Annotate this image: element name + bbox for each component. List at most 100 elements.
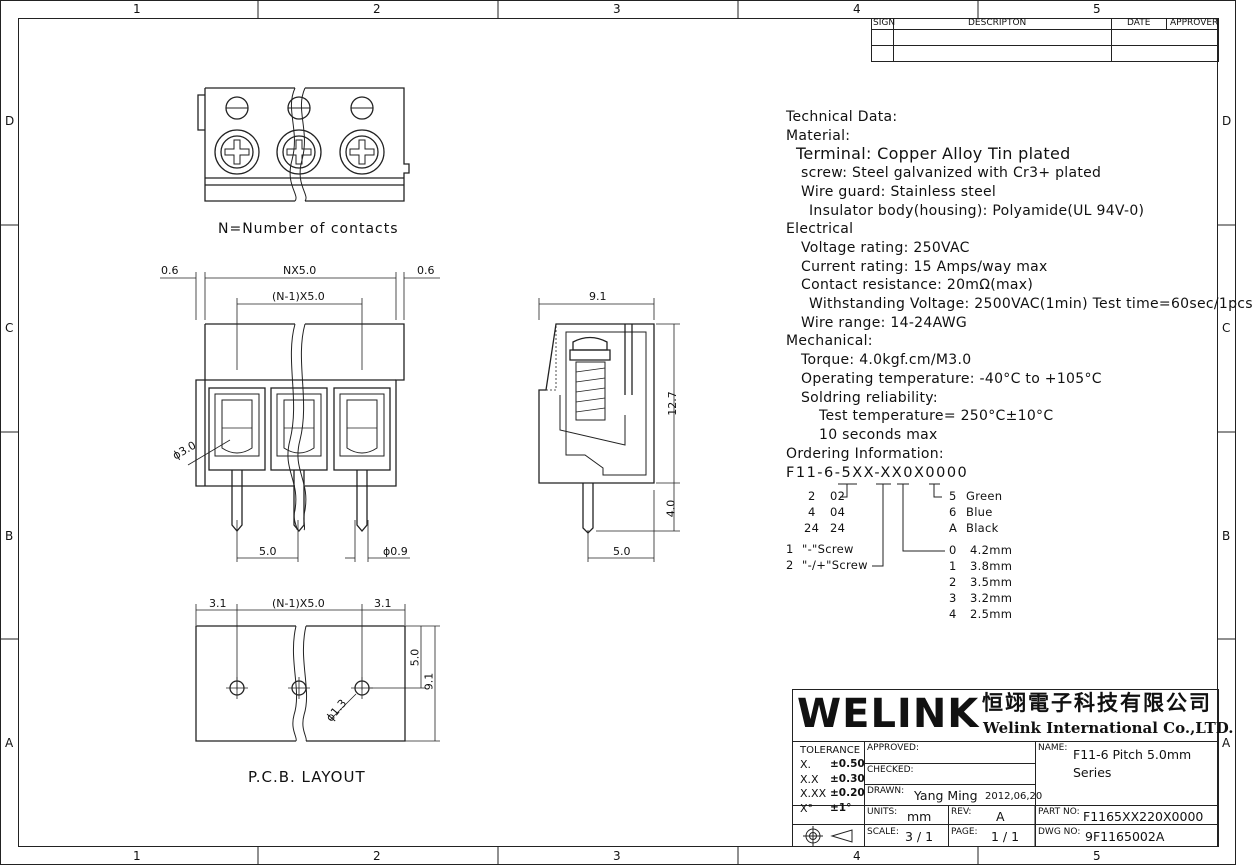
page-label: PAGE:	[951, 827, 978, 837]
solder-pin	[356, 470, 368, 533]
contact-clamp	[346, 399, 378, 454]
technical-data-line: Withstanding Voltage: 2500VAC(1min) Test…	[809, 296, 1253, 312]
technical-data-line: 10 seconds max	[819, 426, 938, 443]
color-option-code: 5	[949, 489, 957, 503]
technical-data-line: Terminal: Copper Alloy Tin plated	[796, 144, 1071, 164]
ruler-column-top: 4	[853, 2, 861, 16]
ruler-column-top: 5	[1093, 2, 1101, 16]
ruler-column-bottom: 3	[613, 849, 621, 863]
part-no-value: F1165XX220X0000	[1083, 809, 1204, 824]
units-label: UNITS:	[867, 807, 898, 817]
screw-head-inner	[282, 135, 316, 169]
technical-data-line: Voltage rating: 250VAC	[801, 239, 970, 256]
contact-cell-outer	[208, 387, 266, 471]
contacts-option-value: 04	[830, 505, 846, 519]
contact-cell-outer	[270, 387, 328, 471]
tolerance-label: TOLERANCE	[800, 745, 861, 756]
contact-cell-inner	[276, 393, 322, 457]
ruler-column-bottom: 4	[853, 849, 861, 863]
color-option-value: Black	[966, 521, 999, 535]
technical-data-line: Electrical	[786, 221, 854, 238]
hole-option-value: 2.5mm	[970, 607, 1013, 621]
tolerance-value: ±0.20	[830, 787, 865, 799]
solder-pin	[231, 470, 243, 533]
tolerance-value: ±1°	[830, 801, 852, 814]
ruler-row-right: D	[1222, 114, 1232, 128]
dim-pcb-n1x: (N-1)X5.0	[272, 597, 325, 610]
color-option-code: 6	[949, 505, 957, 519]
dim-pin-dia: ϕ0.9	[383, 545, 408, 558]
contacts-option-value: 24	[830, 521, 846, 535]
dim-pcb-right: 3.1	[374, 597, 392, 610]
technical-data-line: Contact resistance: 20mΩ(max)	[801, 277, 1034, 294]
screw-head-outer	[276, 129, 322, 175]
company-logo: WELINK	[797, 691, 980, 737]
screw-option-value: "-/+"Screw	[802, 558, 868, 572]
screw-option-code: 1	[786, 542, 794, 556]
rev-description-header: DESCRIPTON	[968, 18, 1027, 28]
tolerance-key: X.XX	[800, 787, 827, 800]
screw-head-inner	[345, 135, 379, 169]
technical-data-line: Operating temperature: -40°C to +105°C	[801, 370, 1102, 387]
checked-label: CHECKED:	[867, 765, 914, 775]
name-line-1: F11-6 Pitch 5.0mm	[1073, 747, 1192, 762]
hole-option-value: 3.5mm	[970, 575, 1013, 589]
technical-data-line: Ordering Information:	[786, 445, 944, 462]
hole-option-code: 0	[949, 543, 957, 557]
dim-left-edge: 0.6	[161, 264, 179, 277]
rev-value: A	[996, 809, 1005, 824]
approved-label: APPROVED:	[867, 743, 919, 753]
dim-nx: NX5.0	[283, 264, 317, 277]
drawn-by: Yang Ming	[914, 788, 978, 803]
screw-cross-slot	[224, 139, 250, 165]
hole-option-value: 3.8mm	[970, 559, 1013, 573]
dim-right-edge: 0.6	[417, 264, 435, 277]
contacts-option-code: 24	[804, 521, 820, 535]
scale-label: SCALE:	[867, 827, 899, 837]
company-name-cn: 恒翊電子科技有限公司	[982, 690, 1212, 715]
screw-cross-slot	[286, 139, 312, 165]
screw-cross-slot	[349, 139, 375, 165]
ruler-column-bottom: 2	[373, 849, 381, 863]
ruler-column-bottom: 1	[133, 849, 141, 863]
company-name-en: Welink International Co.,LTD.	[983, 719, 1234, 737]
hole-option-code: 3	[949, 591, 957, 605]
ruler-column-top: 1	[133, 2, 141, 16]
screw-head-inner	[220, 135, 254, 169]
name-label: NAME:	[1038, 743, 1068, 753]
top-view-caption: N=Number of contacts	[218, 221, 399, 237]
contacts-option-value: 02	[830, 489, 846, 503]
solder-pin	[293, 470, 305, 533]
tolerance-value: ±0.50	[830, 758, 865, 770]
color-option-value: Blue	[966, 505, 993, 519]
dim-pitch: 5.0	[259, 545, 277, 558]
contact-cell-inner	[339, 393, 385, 457]
technical-data-line: Technical Data:	[786, 109, 898, 125]
hole-option-value: 4.2mm	[970, 543, 1013, 557]
drawn-label: DRAWN:	[867, 786, 905, 796]
screw-head-outer	[214, 129, 260, 175]
hole-option-code: 2	[949, 575, 957, 589]
ruler-row-left: D	[5, 114, 15, 128]
contact-clamp	[283, 399, 315, 454]
pcb-layout-caption: P.C.B. LAYOUT	[248, 768, 366, 786]
ruler-row-right: A	[1222, 736, 1231, 750]
scale-value: 3 / 1	[905, 829, 934, 844]
color-option-code: A	[949, 521, 958, 535]
ruler-row-right: C	[1222, 321, 1231, 335]
ruler-column-bottom: 5	[1093, 849, 1101, 863]
dim-side-pin: 4.0	[664, 499, 678, 518]
dim-side-pitch: 5.0	[613, 545, 631, 558]
technical-data-line: Material:	[786, 127, 851, 144]
technical-data-line: Current rating: 15 Amps/way max	[801, 258, 1048, 275]
tolerance-value: ±0.30	[830, 772, 865, 785]
color-option-value: Green	[966, 489, 1003, 503]
screw-head-outer	[339, 129, 385, 175]
ruler-row-left: C	[5, 321, 14, 335]
front-view	[160, 272, 440, 562]
top-view	[197, 87, 410, 202]
dim-pcb-h1: 5.0	[408, 648, 422, 667]
rev-sign-header: SIGN	[873, 18, 896, 28]
